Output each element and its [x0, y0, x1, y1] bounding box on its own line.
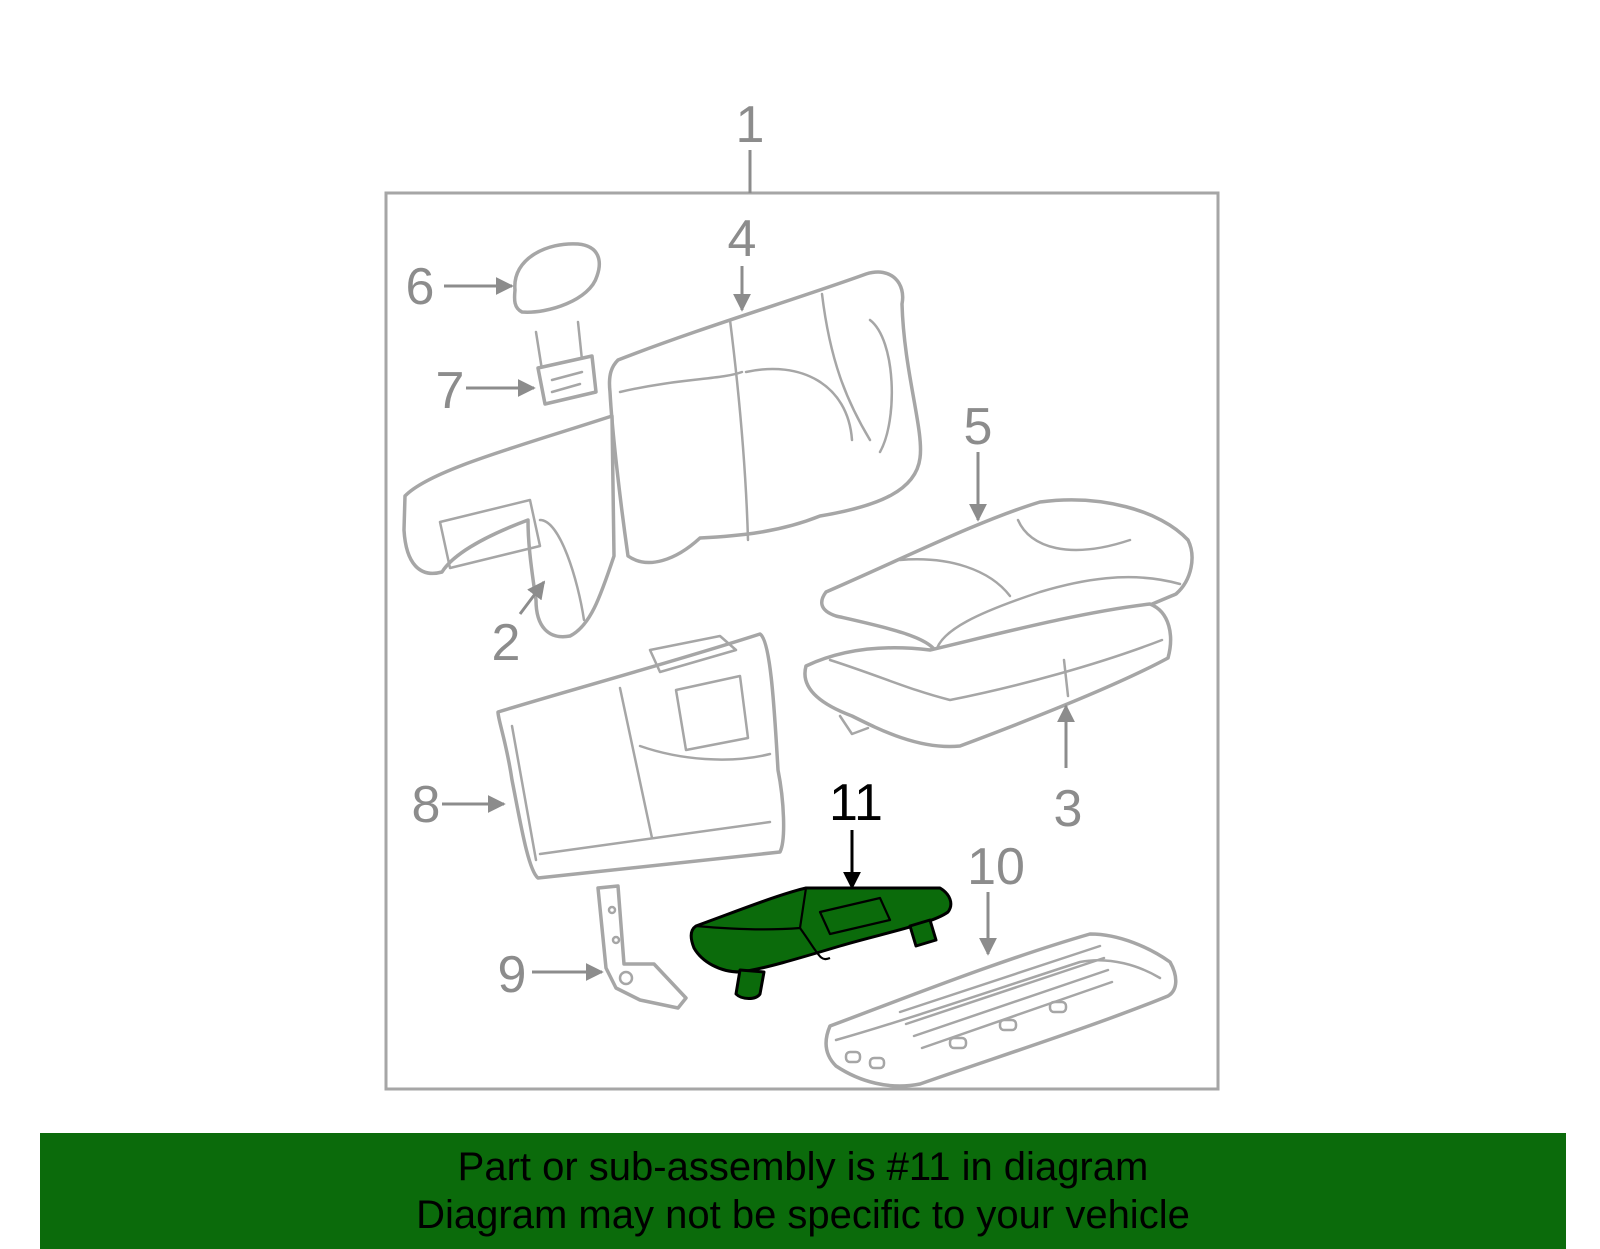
part-7-headrest-guide — [534, 320, 598, 406]
callout-9: 9 — [498, 946, 527, 1004]
banner-line-2: Diagram may not be specific to your vehi… — [416, 1193, 1190, 1237]
part-11-highlighted — [689, 886, 953, 1000]
callout-6: 6 — [406, 258, 435, 316]
callout-4: 4 — [728, 210, 757, 268]
callout-8: 8 — [412, 776, 441, 834]
part-10-seat-pan — [824, 932, 1178, 1088]
part-3-seat-cushion-base — [803, 602, 1173, 749]
info-banner: Part or sub-assembly is #11 in diagram D… — [40, 1133, 1566, 1249]
part-4-seat-back — [607, 270, 923, 565]
callout-5: 5 — [964, 398, 993, 456]
banner-line-1: Part or sub-assembly is #11 in diagram — [457, 1145, 1149, 1189]
part-8-seat-frame — [496, 632, 786, 880]
callout-3: 3 — [1054, 780, 1083, 838]
leader-2 — [518, 580, 546, 615]
part-9-bracket — [596, 884, 688, 1010]
callout-11: 11 — [829, 774, 883, 832]
part-6-headrest — [512, 242, 601, 314]
callout-2: 2 — [492, 614, 521, 672]
callout-10: 10 — [967, 838, 1025, 896]
callout-7: 7 — [436, 362, 465, 420]
part-2-seat-back-cover — [402, 414, 616, 639]
callout-1: 1 — [736, 96, 765, 154]
